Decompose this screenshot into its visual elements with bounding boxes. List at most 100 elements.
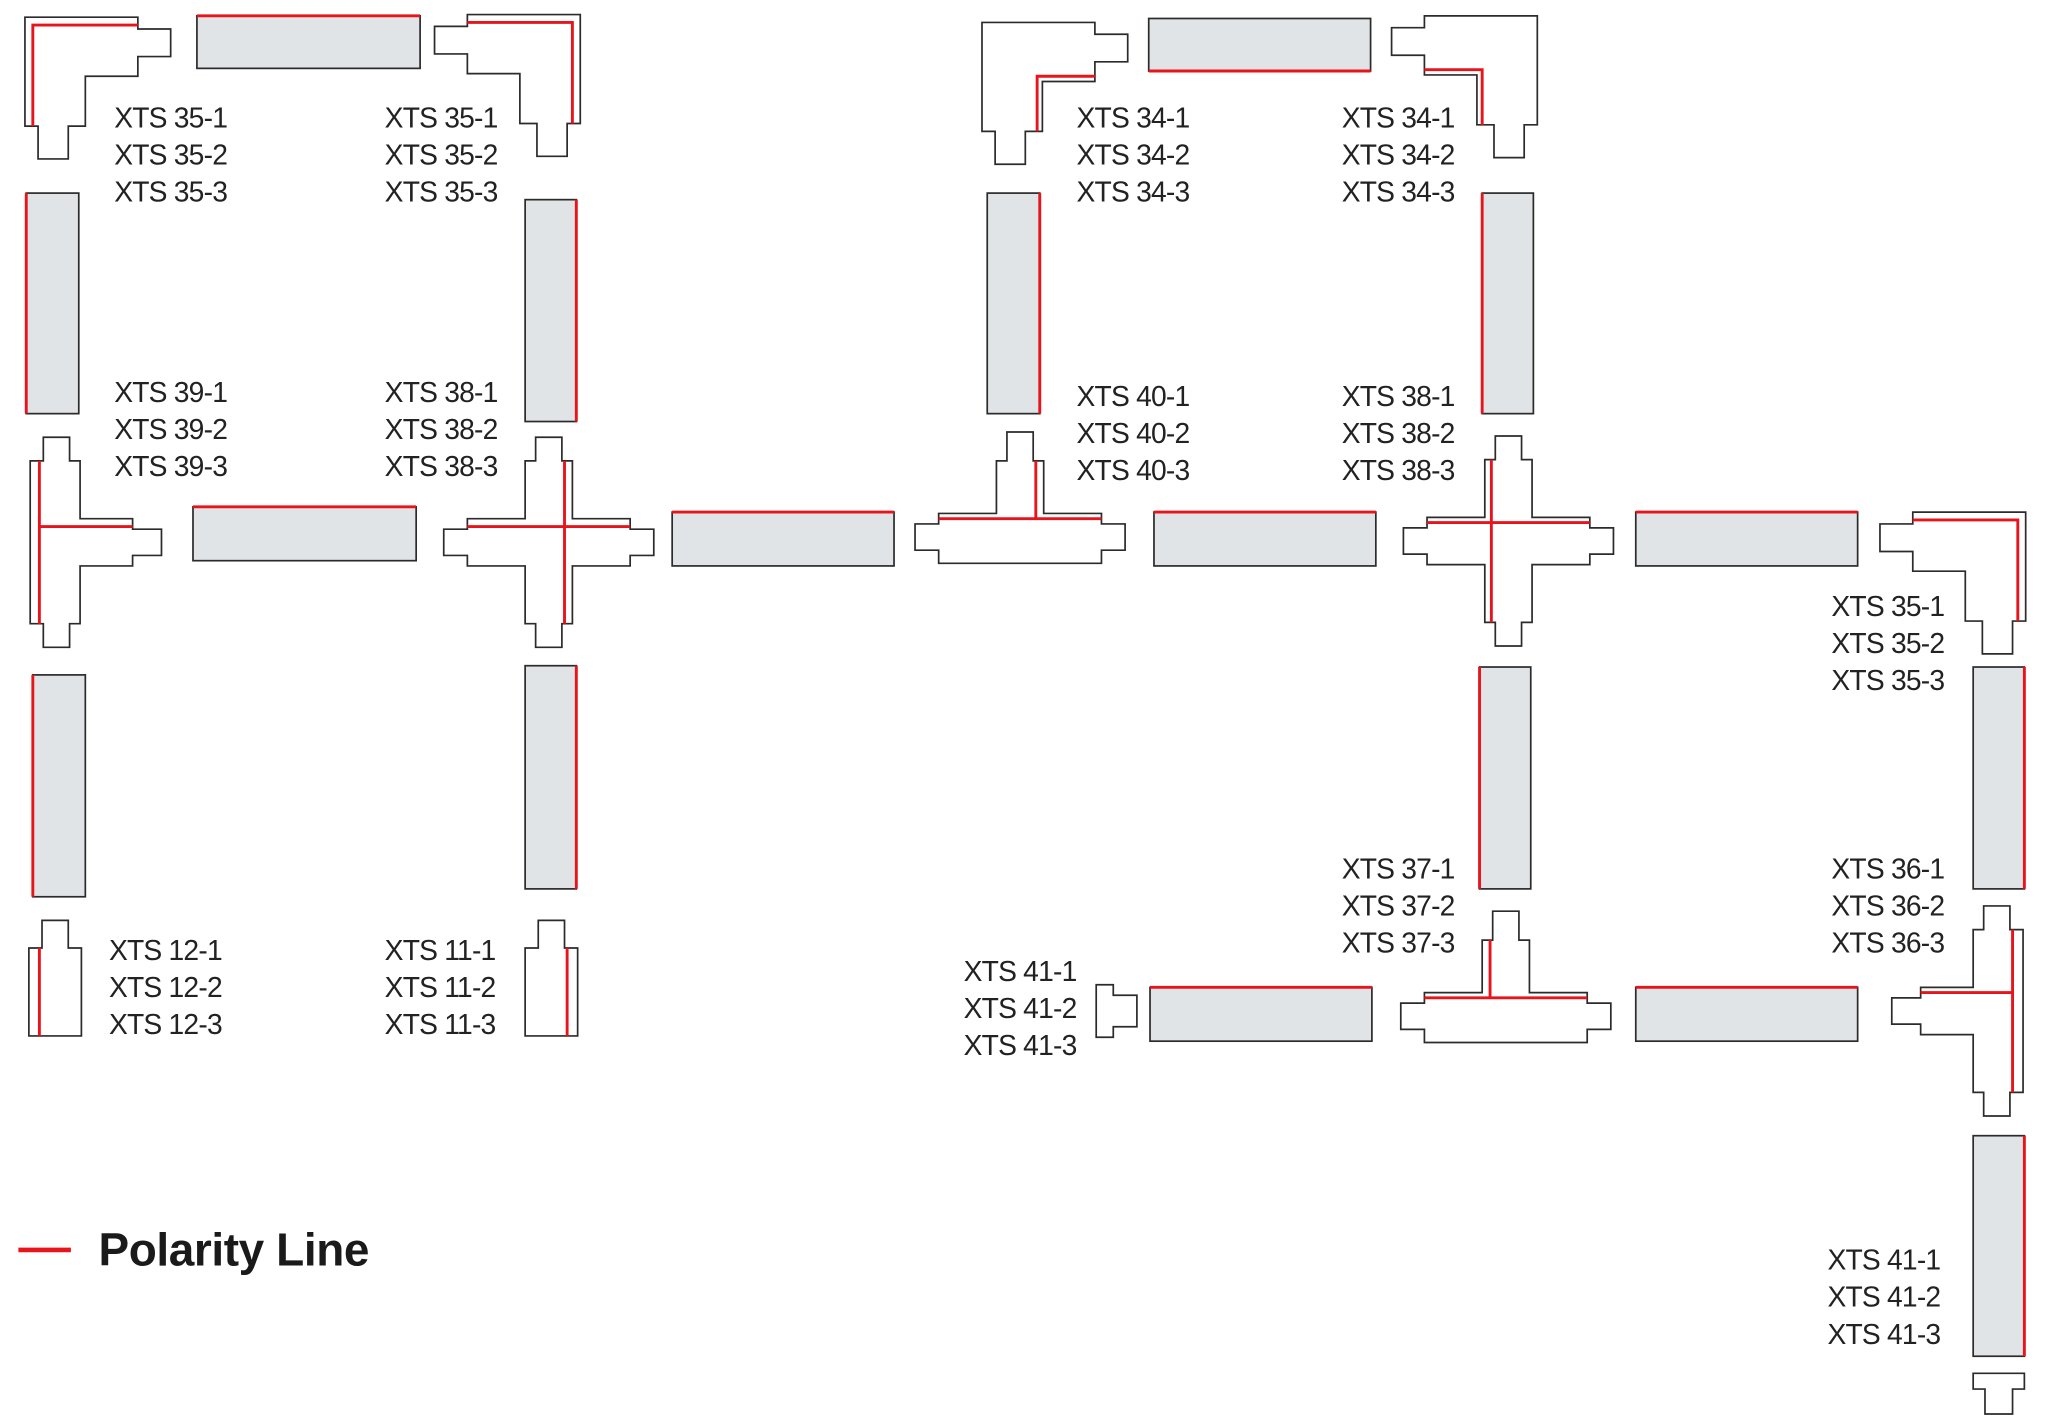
part-number: XTS 35-1: [1831, 590, 1944, 622]
corner-connector: [433, 13, 582, 158]
straight-rail: [196, 14, 421, 70]
part-number: XTS 39-3: [114, 450, 227, 482]
part-number: XTS 11-1: [385, 934, 496, 966]
t-connector: [914, 431, 1126, 565]
part-number: XTS 35-2: [1831, 627, 1944, 659]
part-number: XTS 41-2: [1827, 1281, 1940, 1313]
rail-body: [31, 674, 87, 898]
rail-body: [986, 192, 1041, 415]
rail-body: [1478, 666, 1532, 890]
part-number: XTS 34-1: [1342, 101, 1455, 133]
connector-outline: [433, 13, 582, 158]
legend-label: Polarity Line: [98, 1224, 369, 1276]
rail-body: [524, 198, 578, 423]
straight-rail: [1480, 192, 1535, 415]
straight-rail: [671, 510, 895, 567]
part-number: XTS 36-1: [1831, 852, 1944, 884]
connector-outline: [29, 436, 163, 649]
part-number: XTS 39-2: [114, 413, 227, 445]
straight-rail: [192, 505, 418, 562]
t-connector: [1399, 910, 1612, 1044]
part-number: XTS 38-2: [1342, 417, 1455, 449]
t-connector: [1890, 905, 2024, 1117]
end-feed: [524, 919, 579, 1037]
connector-outline: [981, 21, 1129, 166]
corner-connector: [981, 21, 1129, 166]
straight-rail: [1972, 666, 2026, 890]
rail-body: [196, 15, 421, 70]
part-number: XTS 37-2: [1342, 890, 1455, 922]
polarity-line: [1912, 518, 2020, 622]
part-number: XTS 41-1: [1827, 1244, 1940, 1276]
part-number: XTS 34-3: [1342, 176, 1455, 208]
legend: Polarity Line: [18, 1224, 369, 1276]
straight-rail: [24, 192, 80, 415]
part-number: XTS 40-1: [1077, 380, 1190, 412]
connector-outline: [1972, 1372, 2026, 1415]
part-number: XTS 12-1: [109, 934, 222, 966]
polarity-line: [1035, 74, 1095, 132]
part-number: XTS 34-2: [1342, 139, 1455, 171]
part-number: XTS 38-3: [385, 450, 498, 482]
straight-rail: [1153, 510, 1377, 567]
cross-connector: [442, 436, 655, 649]
part-number: XTS 38-1: [385, 376, 498, 408]
rail-body: [1972, 1134, 2026, 1358]
part-number: XTS 34-3: [1077, 176, 1190, 208]
part-number: XTS 12-2: [109, 971, 222, 1003]
part-number: XTS 41-2: [964, 992, 1077, 1024]
end-cap: [1095, 983, 1138, 1039]
straight-rail: [1634, 510, 1859, 567]
connector-outline: [1095, 983, 1138, 1039]
part-number: XTS 35-2: [385, 139, 498, 171]
rail-body: [1147, 17, 1372, 72]
polarity-line: [1424, 68, 1484, 125]
polarity-line: [467, 20, 574, 124]
connector-outline: [524, 919, 579, 1037]
rail-body: [1634, 986, 1859, 1043]
connector-outline: [1399, 910, 1612, 1044]
part-number: XTS 35-3: [1831, 664, 1944, 696]
part-number: XTS 40-2: [1077, 417, 1190, 449]
polarity-line: [31, 23, 138, 127]
connector-outline: [914, 431, 1126, 565]
connector-outline: [1390, 15, 1539, 159]
part-number: XTS 38-1: [1342, 380, 1455, 412]
part-number: XTS 37-3: [1342, 927, 1455, 959]
rail-body: [524, 664, 578, 890]
part-number: XTS 38-2: [385, 413, 498, 445]
connector-outline: [1879, 511, 2027, 655]
part-number: XTS 41-1: [964, 955, 1077, 987]
straight-rail: [986, 192, 1042, 415]
corner-connector: [1390, 15, 1539, 159]
part-number: XTS 35-1: [385, 101, 498, 133]
end-cap: [1972, 1372, 2026, 1415]
rail-body: [1481, 192, 1535, 415]
rail-body: [1149, 986, 1373, 1043]
part-number: XTS 12-3: [109, 1008, 222, 1040]
part-number: XTS 11-3: [385, 1008, 496, 1040]
rail-body: [1153, 511, 1377, 567]
end-feed: [28, 919, 83, 1037]
part-number: XTS 11-2: [385, 971, 496, 1003]
rail-body: [1634, 511, 1859, 567]
straight-rail: [1478, 666, 1532, 890]
part-number: XTS 35-3: [114, 176, 227, 208]
part-number: XTS 36-3: [1831, 927, 1944, 959]
straight-rail: [1149, 985, 1373, 1043]
straight-rail: [1634, 985, 1859, 1043]
part-number: XTS 39-1: [114, 376, 227, 408]
